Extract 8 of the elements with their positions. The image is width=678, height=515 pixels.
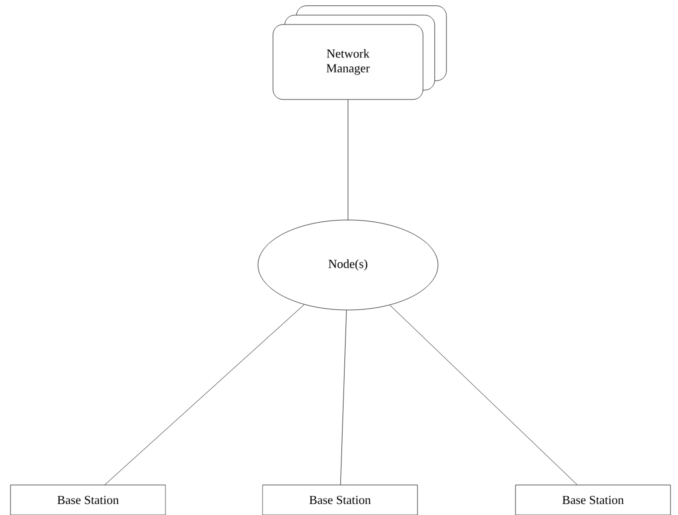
connector-line <box>390 304 578 485</box>
stacked-rounded-box: Network Manager <box>272 6 447 100</box>
connector-line <box>104 304 304 485</box>
connector-line <box>340 310 347 485</box>
base-station-box: Base Station <box>262 484 418 515</box>
ellipse-node: Node(s) <box>258 220 438 310</box>
base-station-box: Base Station <box>515 484 671 515</box>
base-station-box: Base Station <box>10 484 166 515</box>
